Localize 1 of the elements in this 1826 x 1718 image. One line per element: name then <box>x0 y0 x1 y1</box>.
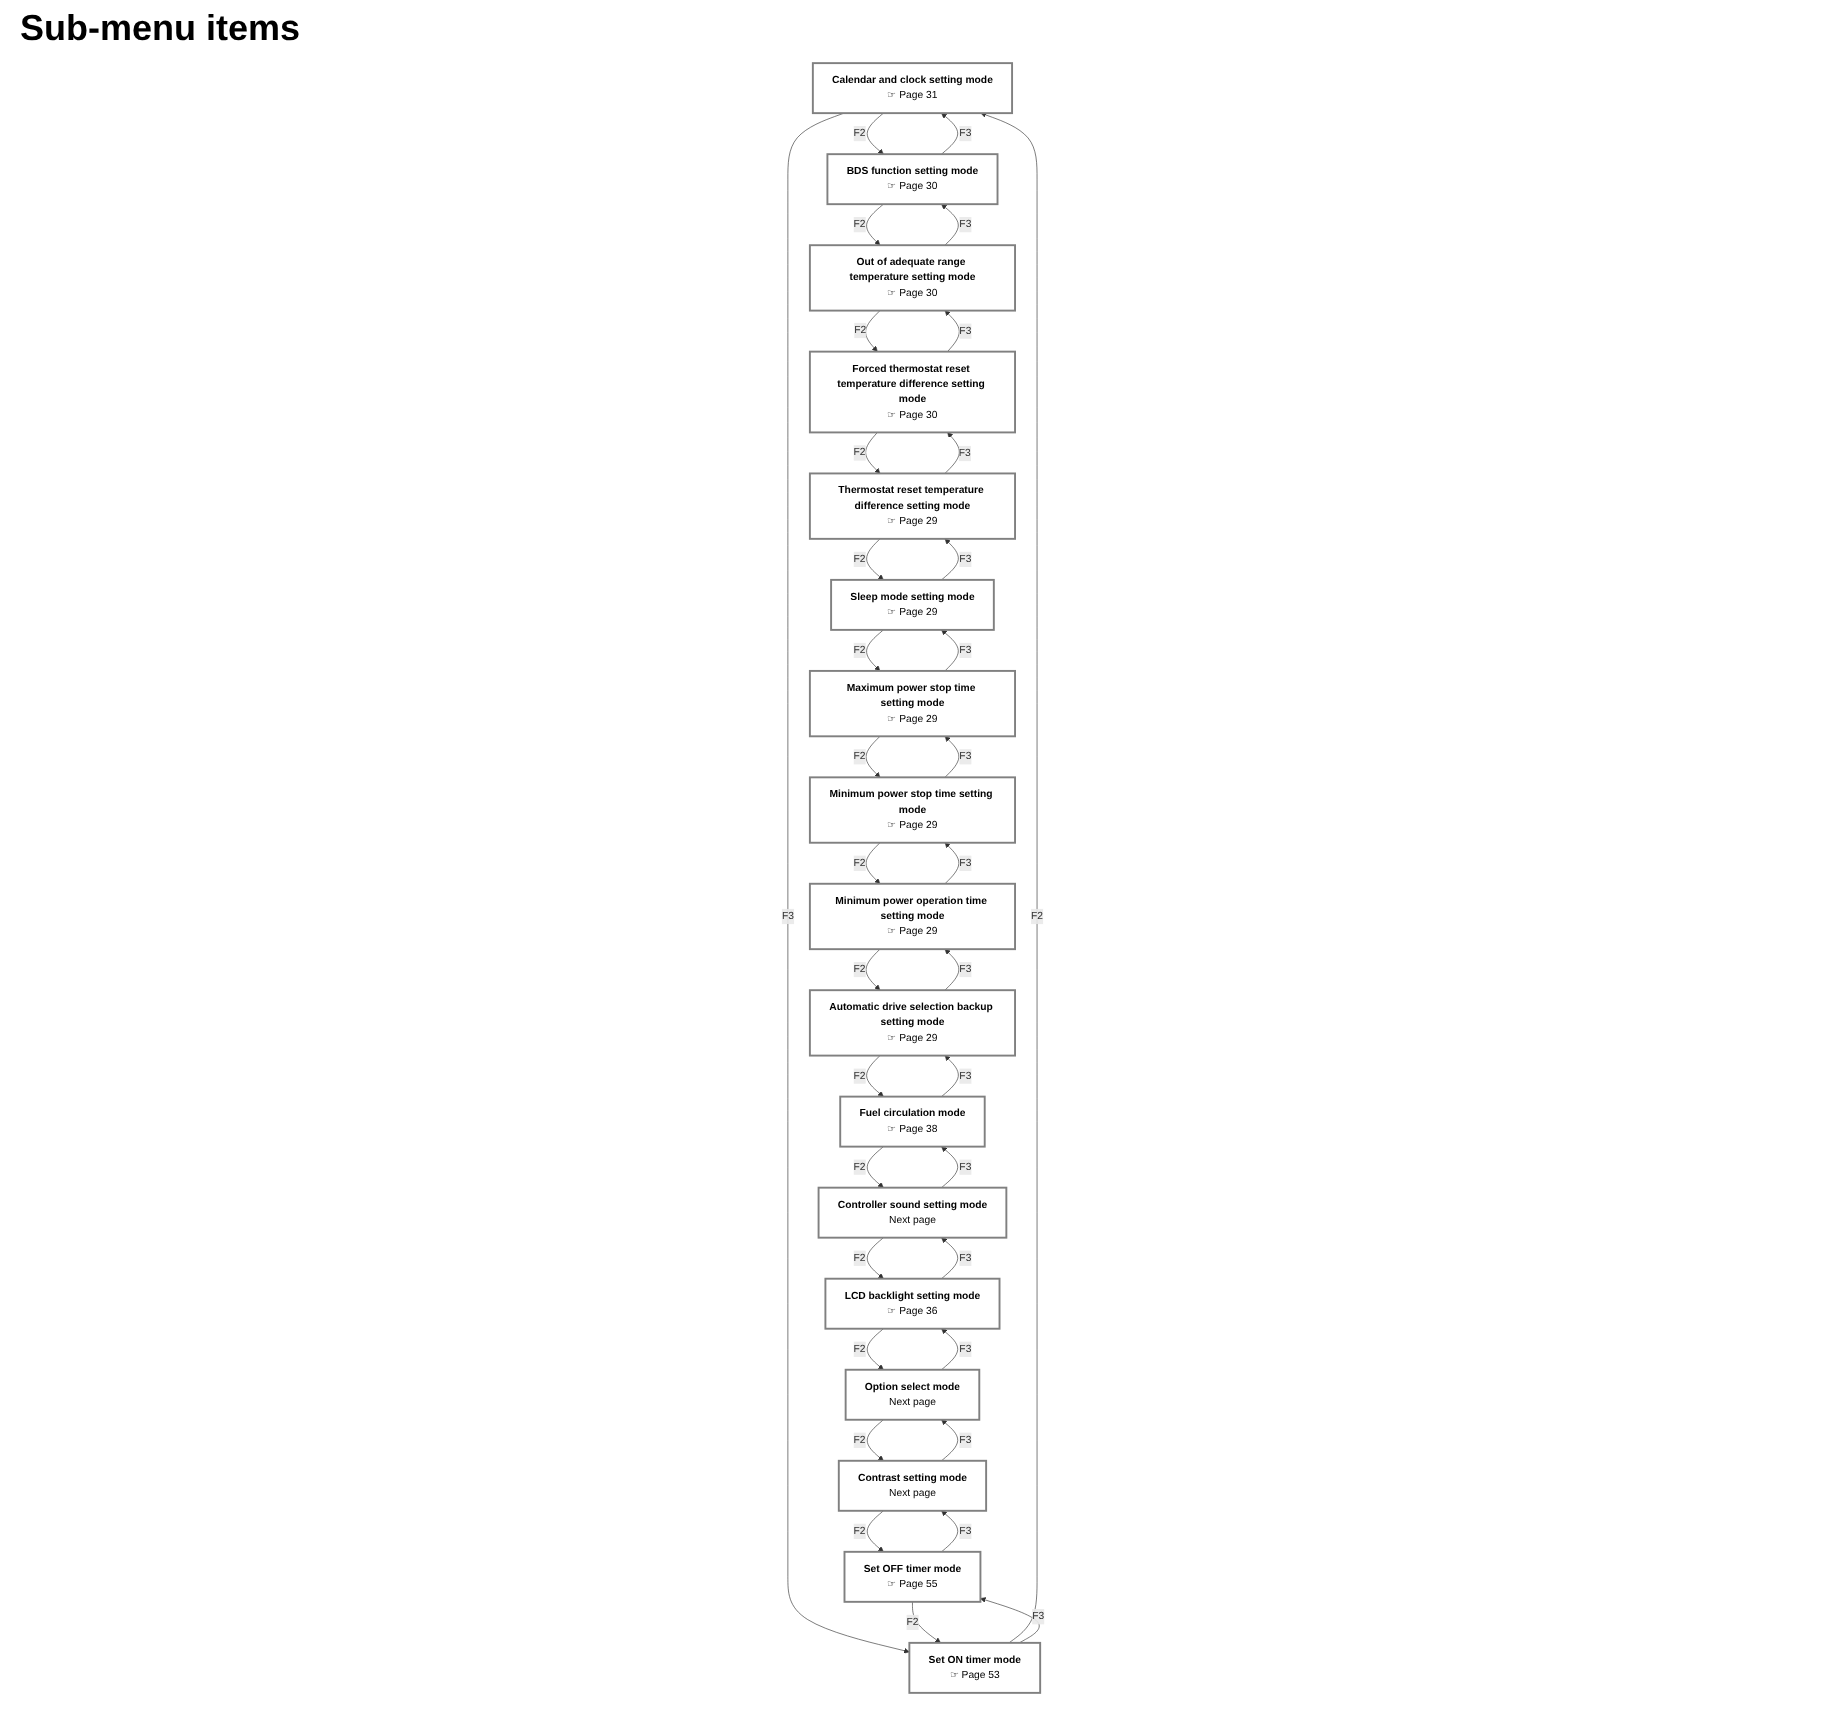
diagram-title: Sub-menu items <box>20 8 303 50</box>
